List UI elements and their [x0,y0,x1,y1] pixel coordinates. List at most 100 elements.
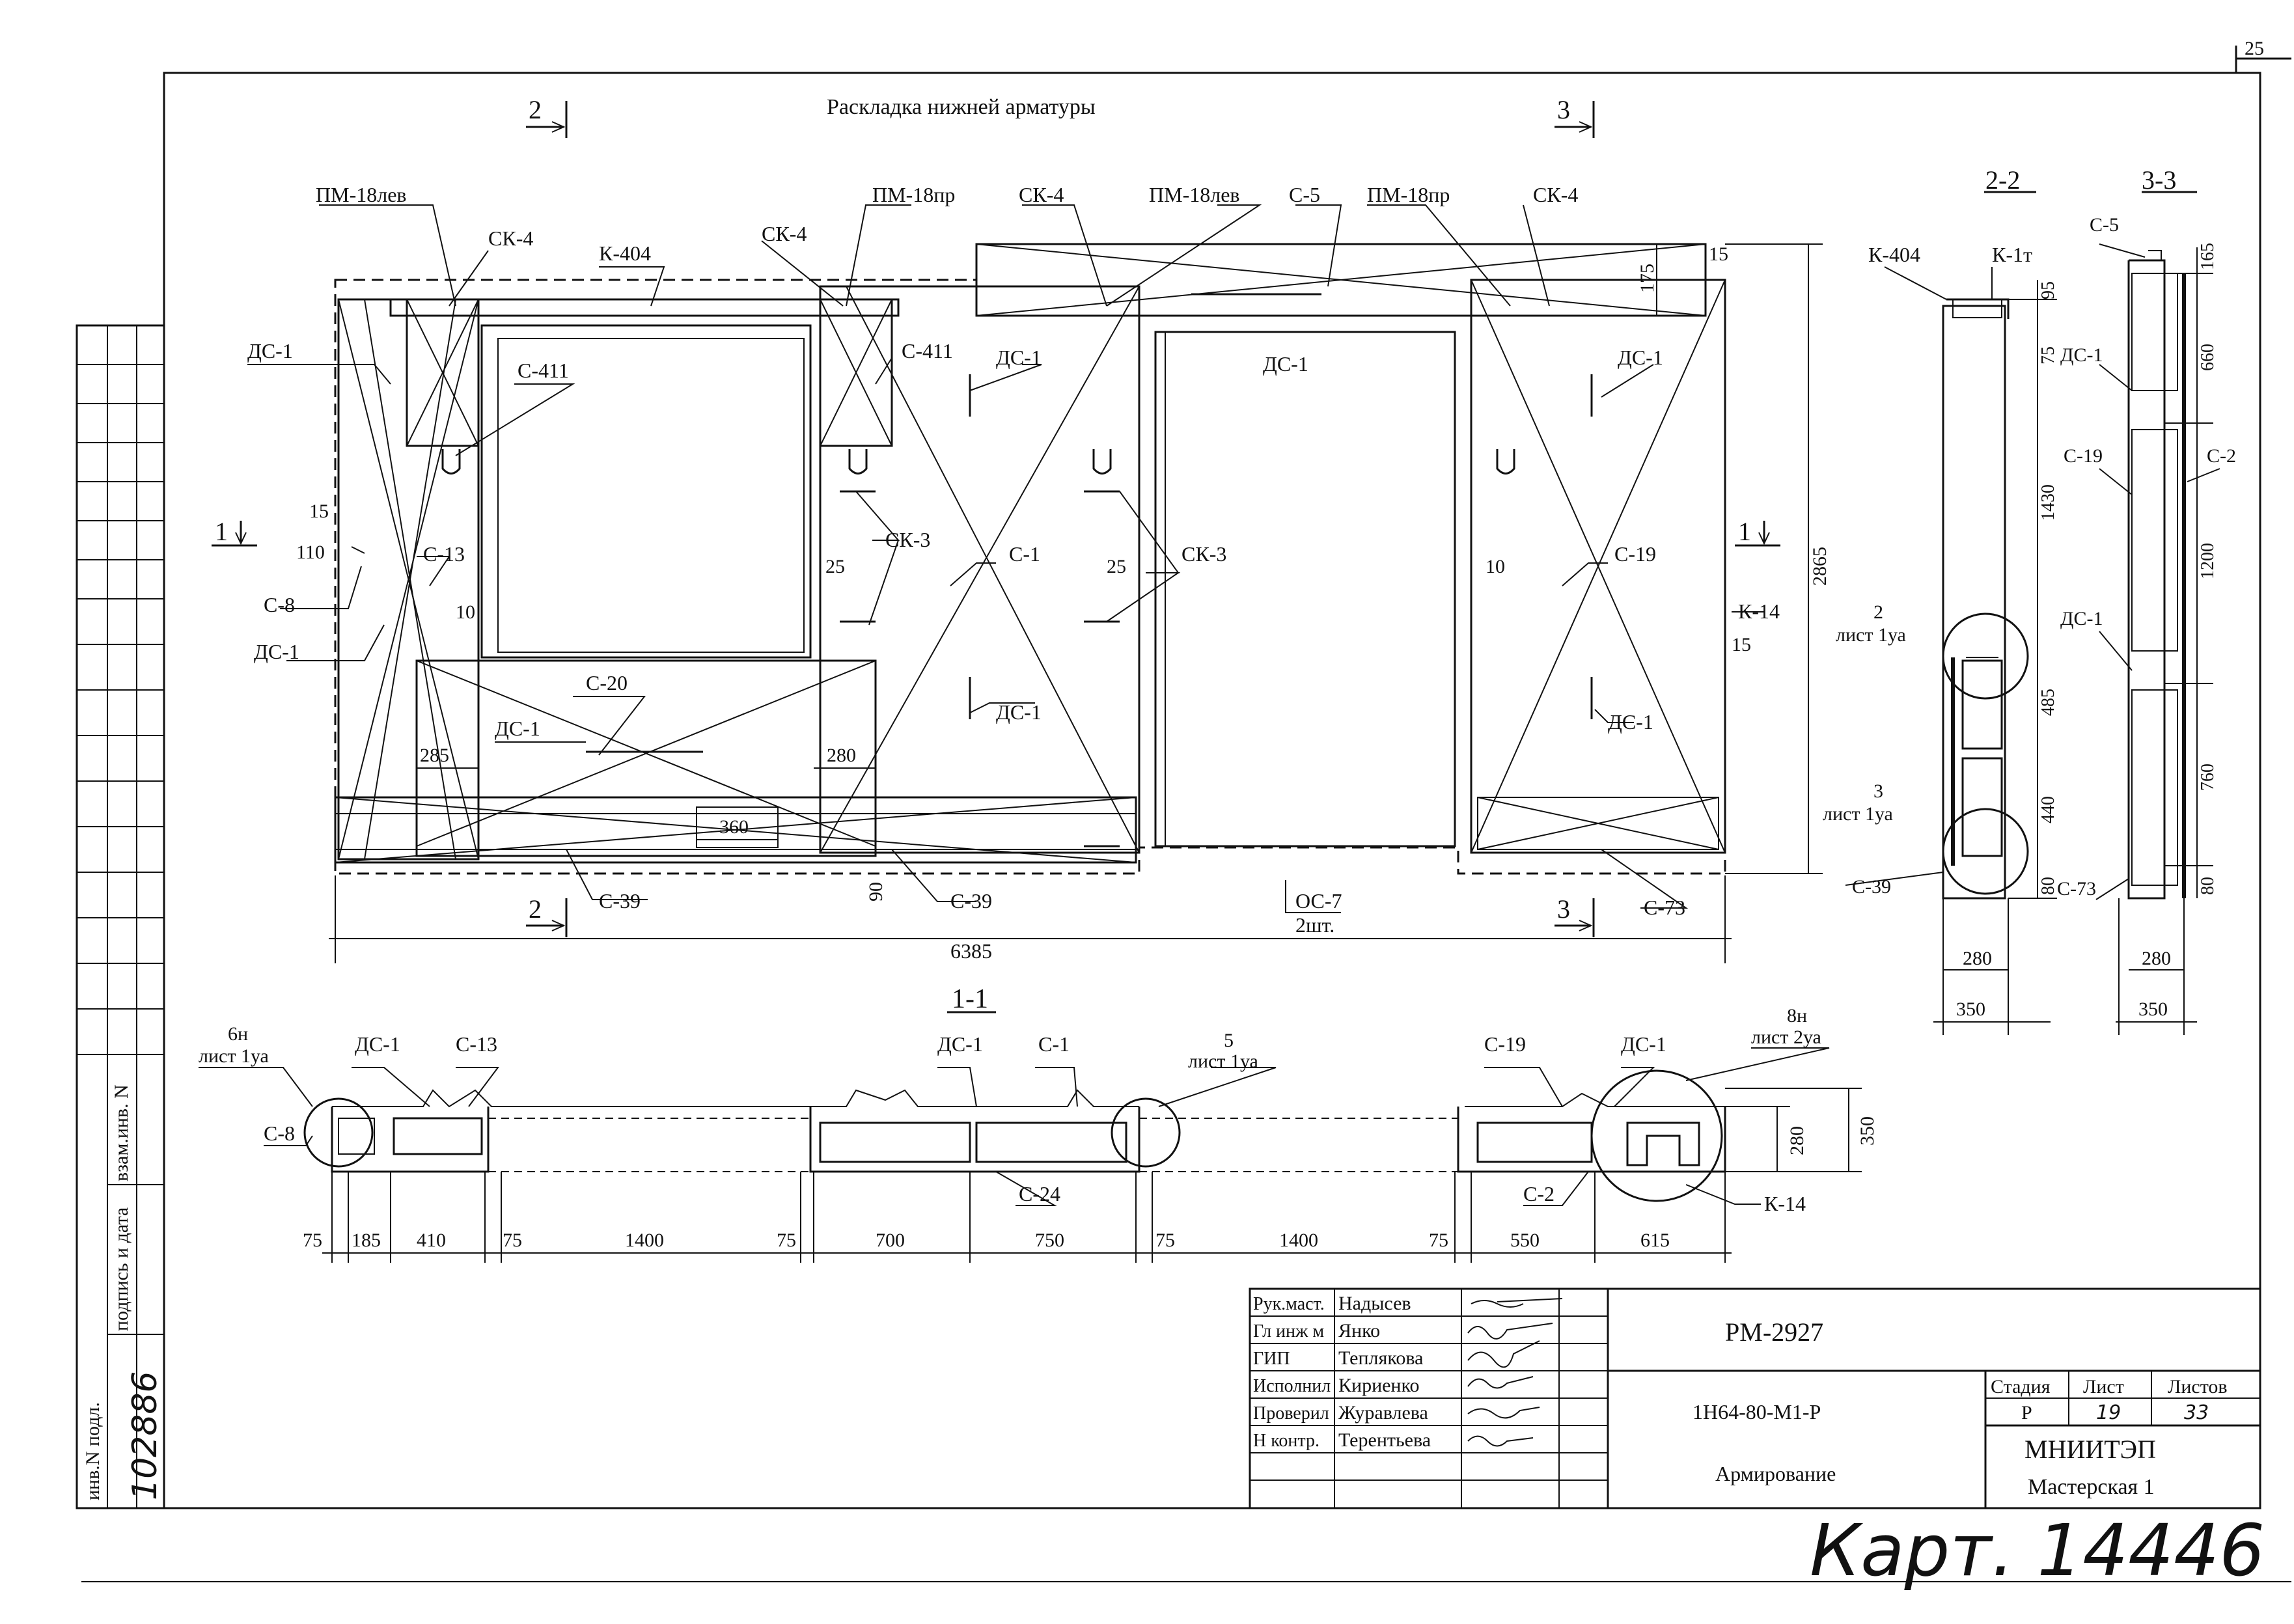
dim-value: 185 [352,1230,381,1251]
detail-ref: 3 [1873,780,1883,802]
dim-value: 10 [456,601,475,623]
dim-value: 6385 [950,939,992,963]
dim-value: 75 [2038,346,2058,365]
mark-c13: С-13 [423,542,465,566]
mark-c19: С-19 [1484,1032,1526,1056]
mark-c1: С-1 [1038,1032,1070,1056]
dim-value: 440 [2038,796,2058,823]
mark-c39: С-39 [599,889,641,913]
detail-ref: лист 1уа [1823,803,1893,825]
section-1-1-geometry [199,1011,1862,1263]
dim-value: 1200 [2198,543,2218,579]
mark-dc1: ДС-1 [1608,710,1653,734]
mark-oc7-qty: 2шт. [1295,913,1334,937]
mark-c1: С-1 [1009,542,1040,566]
mark-dc1: ДС-1 [355,1032,400,1056]
section-label: 3 [1557,894,1570,924]
section-label: 1 [1738,517,1751,546]
tb-name: Теплякова [1338,1347,1423,1369]
mark-c73: С-73 [2057,878,2096,900]
mark-dc1: ДС-1 [2060,344,2103,366]
dim-value: 15 [1732,634,1751,655]
tb-role: Гл инж м [1253,1321,1324,1342]
mark-c20: С-20 [586,671,628,695]
detail-ref: 8н [1787,1005,1807,1026]
dim-value: 75 [1429,1230,1448,1251]
mark-dc1: ДС-1 [1263,352,1308,376]
title-block-signatures [1467,1298,1563,1447]
detail-ref: лист 2уа [1751,1026,1821,1048]
archive-note: Карт. 14446 [1810,1509,2265,1592]
dim-value: 10 [1486,556,1505,577]
tb-name: Надысев [1338,1293,1411,1314]
dim-value: 75 [1155,1230,1175,1251]
dim-value: 350 [1956,998,1985,1020]
dim-value: 615 [1640,1230,1670,1251]
dim-value: 165 [2198,243,2218,270]
detail-ref: 6н [228,1023,248,1045]
mark-dc1: ДС-1 [495,717,540,740]
dim-value: 285 [420,745,449,766]
mark-pm18lev: ПМ-18лев [1149,183,1240,206]
mark-c5: С-5 [2090,214,2119,236]
mark-c411: С-411 [902,339,953,363]
section-title: 1-1 [952,984,988,1014]
detail-ref: 2 [1873,601,1883,623]
mark-c73: С-73 [1644,896,1685,919]
tb-stage-header: Стадия [1991,1376,2051,1397]
dim-value: 1400 [625,1230,664,1251]
mark-dc1: ДС-1 [2060,608,2103,629]
section-title: 3-3 [2142,165,2176,195]
tb-sheet-header: Лист [2083,1376,2124,1397]
mark-dc1: ДС-1 [996,346,1042,369]
mark-c13: С-13 [456,1032,497,1056]
mark-k404: К-404 [1868,243,1920,266]
mark-c19: С-19 [1614,542,1656,566]
dim-value: 280 [827,745,856,766]
tb-name: Янко [1338,1320,1380,1342]
section-label: 3 [1557,95,1570,124]
tb-role: Исполнил [1253,1376,1331,1396]
tb-project: 1Н64-80-М1-Р [1693,1400,1821,1424]
mark-ck4: СК-4 [1533,183,1578,206]
main-plan-leaders [247,204,1764,913]
detail-ref: лист 1уа [1836,624,1906,646]
detail-ref: лист 1уа [1188,1051,1258,1072]
side-stamp [76,324,165,1509]
section-cut-2-top [526,101,568,138]
dim-value: 75 [777,1230,796,1251]
mark-k14: К-14 [1764,1192,1806,1215]
section-2-2-geometry [1845,191,2057,1035]
dim-value: 80 [2198,877,2218,895]
mark-k404: К-404 [599,241,651,265]
mark-ck4: СК-4 [488,227,533,250]
tb-role: ГИП [1253,1349,1290,1369]
tb-sheets-header: Листов [2168,1376,2228,1397]
dim-value: 90 [865,882,887,901]
title-block-grid [1249,1287,2261,1509]
mark-c19: С-19 [2064,445,2103,467]
dim-value: 280 [1963,948,1992,969]
dim-value: 280 [1786,1126,1808,1155]
tb-role: Проверил [1253,1403,1329,1424]
dim-value: 280 [2142,948,2171,969]
section-label: 2 [529,95,542,124]
dim-value: 1400 [1279,1230,1318,1251]
tb-org: МНИИТЭП [2025,1435,2156,1464]
dim-value: 550 [1510,1230,1540,1251]
dim-value: 485 [2038,689,2058,716]
mark-c2: С-2 [1523,1182,1555,1205]
tb-doc-title: Армирование [1715,1462,1836,1485]
mark-dc1: ДС-1 [254,640,299,663]
mark-c411: С-411 [518,359,569,382]
tb-sheets: 33 [2184,1401,2209,1424]
dim-value: 350 [1857,1116,1878,1146]
dim-value: 25 [1107,556,1126,577]
detail-ref: лист 1уа [199,1045,269,1067]
dim-value: 75 [303,1230,322,1251]
mark-c8: С-8 [264,593,295,616]
tb-stage: Р [2021,1402,2032,1424]
tb-name: Кириенко [1338,1375,1420,1396]
mark-pm18pr: ПМ-18пр [872,183,955,206]
mark-dc1: ДС-1 [996,700,1042,724]
